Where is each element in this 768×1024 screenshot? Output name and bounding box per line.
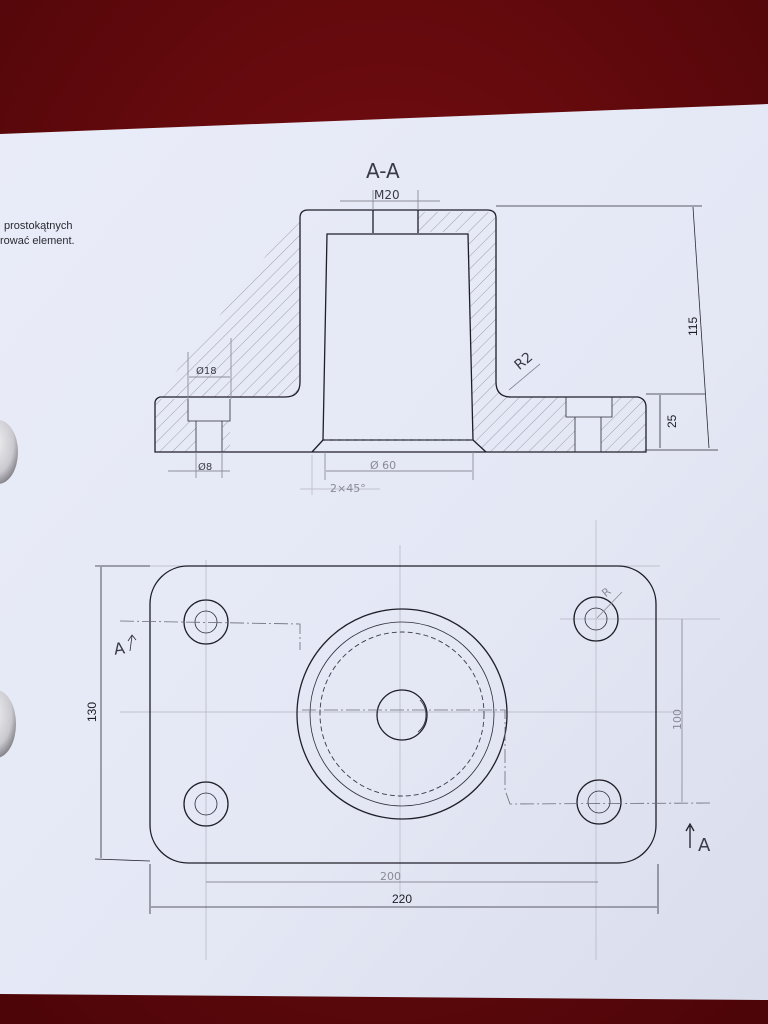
section-view: A-A M20 Ø18 Ø8 R2 xyxy=(154,159,718,495)
bolt-hole-bottom-left xyxy=(183,781,229,827)
svg-text:115: 115 xyxy=(686,317,700,336)
svg-text:100: 100 xyxy=(671,709,684,730)
svg-text:130: 130 xyxy=(85,702,99,722)
dim-height: 130 xyxy=(85,565,151,862)
paper-sheet xyxy=(0,104,768,1000)
bolt-hole-right-section xyxy=(566,397,612,417)
section-hatch xyxy=(155,212,370,452)
boss-outer xyxy=(296,608,508,820)
svg-text:Ø18: Ø18 xyxy=(196,365,217,377)
dim-height-total: 115 xyxy=(496,205,718,451)
dim-hole-spacing-y: 100 xyxy=(671,619,684,802)
svg-text:Ø8: Ø8 xyxy=(198,461,212,473)
svg-text:2×45°: 2×45° xyxy=(330,482,366,495)
illustration-top-left xyxy=(0,420,18,484)
m20-hole xyxy=(376,689,428,741)
bolt-hole-left-section xyxy=(188,399,230,421)
base-outline xyxy=(149,565,657,864)
bore-hidden xyxy=(319,631,485,797)
dim-height-base: 25 xyxy=(646,393,705,448)
plan-view: A A R 220 200 130 xyxy=(85,520,720,960)
section-marker-left: A xyxy=(113,638,127,658)
svg-text:25: 25 xyxy=(665,414,679,428)
svg-text:220: 220 xyxy=(392,892,412,906)
dim-chamfer: 2×45° xyxy=(300,455,380,495)
dim-bolt-hole: Ø8 xyxy=(168,452,230,478)
bolt-hole-bottom-right xyxy=(576,779,622,825)
section-outline xyxy=(154,209,647,453)
dim-bore: Ø 60 xyxy=(324,452,474,480)
printed-text-line-2: rować element. xyxy=(0,235,75,247)
dim-width: 220 xyxy=(149,864,659,914)
dim-counterbore: Ø18 xyxy=(187,338,232,399)
bolt-hole-top-right xyxy=(573,596,619,642)
dim-m20: M20 xyxy=(340,188,440,210)
section-title: A-A xyxy=(366,159,400,183)
dim-hole-spacing-x: 200 xyxy=(206,870,598,883)
section-cut-line xyxy=(119,620,711,805)
boss-inner xyxy=(309,621,495,807)
illustration-bottom-left xyxy=(0,690,16,758)
svg-text:Ø 60: Ø 60 xyxy=(370,459,396,472)
printed-text-line-1: prostokątnych xyxy=(4,220,72,232)
svg-text:M20: M20 xyxy=(374,188,400,202)
section-marker-right: A xyxy=(698,835,711,856)
svg-text:200: 200 xyxy=(380,870,401,883)
